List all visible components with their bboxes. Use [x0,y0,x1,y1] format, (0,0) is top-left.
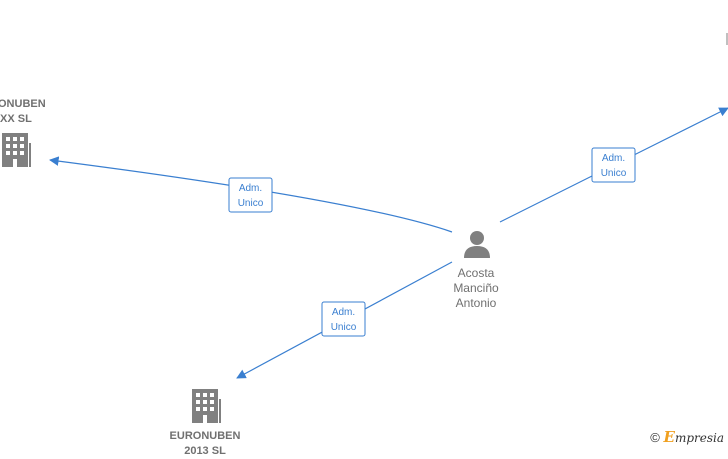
brand-initial: E [663,428,675,446]
edge-label-left[interactable]: Adm. Unico [228,177,273,213]
brand-name: mpresia [674,431,724,445]
edge-label-right-line1: Adm. [602,153,625,164]
offscreen-node-fragment [726,33,728,45]
company-left-name[interactable]: ONUBEN XX SL [0,97,46,127]
copyright-watermark: © Empresia [650,428,724,446]
company-left-name-line1: ONUBEN [0,98,46,110]
edge-to-left-company [49,156,453,233]
edge-label-left-line2: Unico [238,198,264,209]
person-name-line1: Acosta [457,266,495,280]
company-bottom-name[interactable]: EURONUBEN 2013 SL [155,429,255,459]
company-bottom-name-line2: 2013 SL [184,445,226,457]
edge-label-bottom[interactable]: Adm. Unico [321,301,366,337]
person-icon[interactable] [464,231,490,258]
edge-label-bottom-line2: Unico [331,322,357,333]
building-icon[interactable] [192,389,221,423]
edge-label-right-line2: Unico [601,168,627,179]
edge-label-left-line1: Adm. [239,183,262,194]
building-icon[interactable] [2,133,31,167]
company-bottom-name-line1: EURONUBEN [169,430,241,442]
person-name[interactable]: Acosta Manciño Antonio [436,266,516,311]
edge-label-bottom-line1: Adm. [332,307,355,318]
person-name-line2: Manciño [453,281,499,295]
company-left-name-line2: XX SL [0,113,32,125]
edge-label-right[interactable]: Adm. Unico [591,147,636,183]
copyright-symbol: © [650,430,660,445]
person-name-line3: Antonio [455,296,497,310]
